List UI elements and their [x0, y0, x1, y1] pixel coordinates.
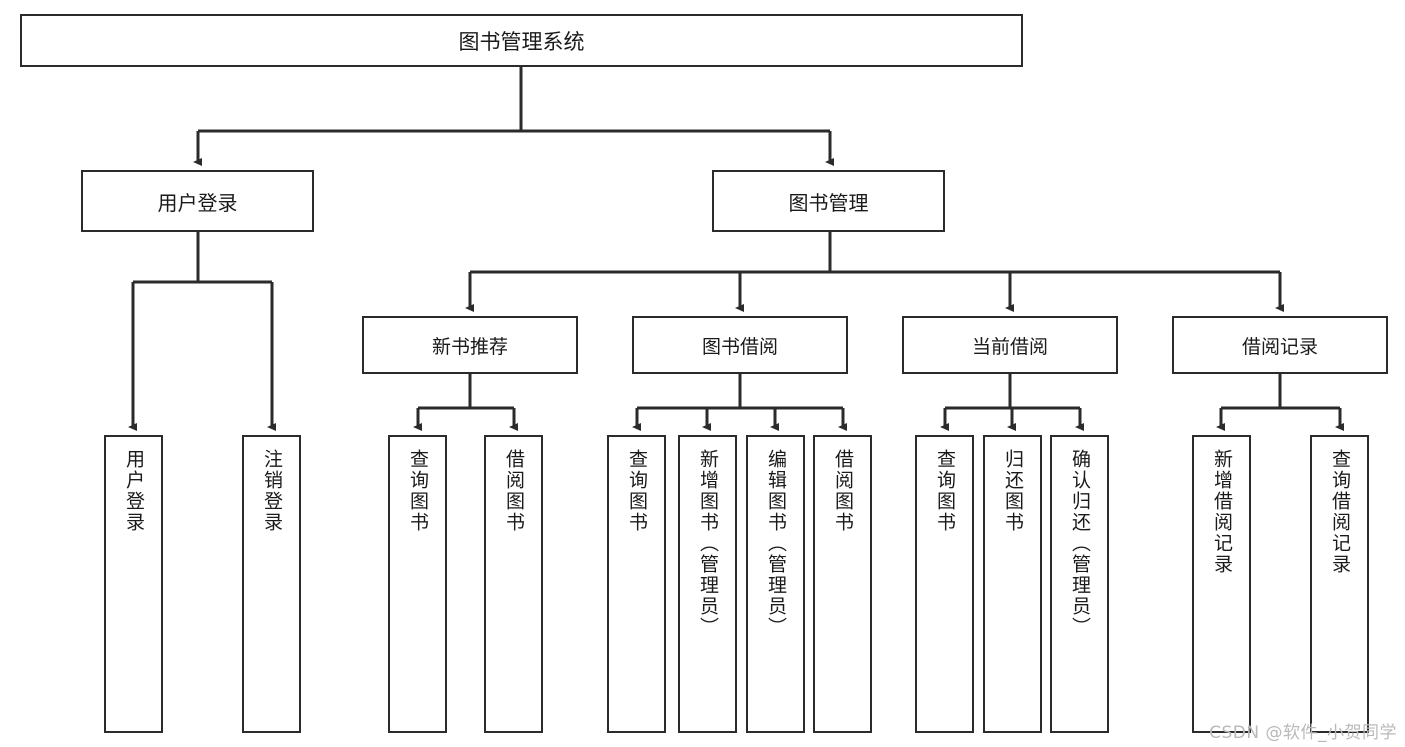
node-label: 新书推荐	[431, 335, 508, 358]
node-label: 图书管理	[788, 190, 869, 215]
node-label: 编辑图书（管理员）	[765, 449, 787, 638]
leaf-borrow-query-book[interactable]: 查询图书	[607, 435, 666, 733]
node-label: 归还图书	[1002, 449, 1024, 533]
leaf-recommend-borrow-book[interactable]: 借阅图书	[484, 435, 543, 733]
node-borrow-record[interactable]: 借阅记录	[1172, 316, 1388, 374]
node-label: 借阅图书	[832, 449, 854, 533]
node-book-borrow[interactable]: 图书借阅	[632, 316, 848, 374]
leaf-current-query-book[interactable]: 查询图书	[915, 435, 974, 733]
leaf-borrow-borrow-book[interactable]: 借阅图书	[813, 435, 872, 733]
leaf-user-login[interactable]: 用户登录	[104, 435, 163, 733]
node-book-management[interactable]: 图书管理	[712, 170, 945, 232]
watermark: CSDN @软件_小贺同学	[1209, 723, 1397, 743]
leaf-borrow-add-book-admin[interactable]: 新增图书（管理员）	[678, 435, 737, 733]
node-new-book-recommend[interactable]: 新书推荐	[362, 316, 578, 374]
node-label: 用户登录	[123, 449, 145, 533]
leaf-record-query-borrow-record[interactable]: 查询借阅记录	[1310, 435, 1369, 733]
leaf-record-add-borrow-record[interactable]: 新增借阅记录	[1192, 435, 1251, 733]
node-label: 查询图书	[626, 449, 648, 533]
node-label: 图书管理系统	[458, 29, 585, 54]
leaf-recommend-query-book[interactable]: 查询图书	[388, 435, 447, 733]
node-label: 当前借阅	[971, 335, 1048, 358]
leaf-borrow-edit-book-admin[interactable]: 编辑图书（管理员）	[746, 435, 805, 733]
node-label: 新增图书（管理员）	[697, 449, 719, 638]
node-user-login[interactable]: 用户登录	[81, 170, 314, 232]
node-label: 借阅图书	[503, 449, 525, 533]
leaf-current-confirm-return-admin[interactable]: 确认归还（管理员）	[1050, 435, 1109, 733]
node-label: 查询图书	[407, 449, 429, 533]
node-book-management-system[interactable]: 图书管理系统	[20, 14, 1023, 67]
node-label: 用户登录	[157, 190, 238, 215]
node-label: 确认归还（管理员）	[1069, 449, 1091, 638]
node-label: 查询图书	[934, 449, 956, 533]
node-label: 新增借阅记录	[1211, 449, 1233, 575]
node-label: 借阅记录	[1241, 335, 1318, 358]
node-current-borrow[interactable]: 当前借阅	[902, 316, 1118, 374]
node-label: 图书借阅	[701, 335, 778, 358]
leaf-current-return-book[interactable]: 归还图书	[983, 435, 1042, 733]
node-label: 查询借阅记录	[1329, 449, 1351, 575]
node-label: 注销登录	[261, 449, 283, 533]
leaf-user-logout[interactable]: 注销登录	[242, 435, 301, 733]
